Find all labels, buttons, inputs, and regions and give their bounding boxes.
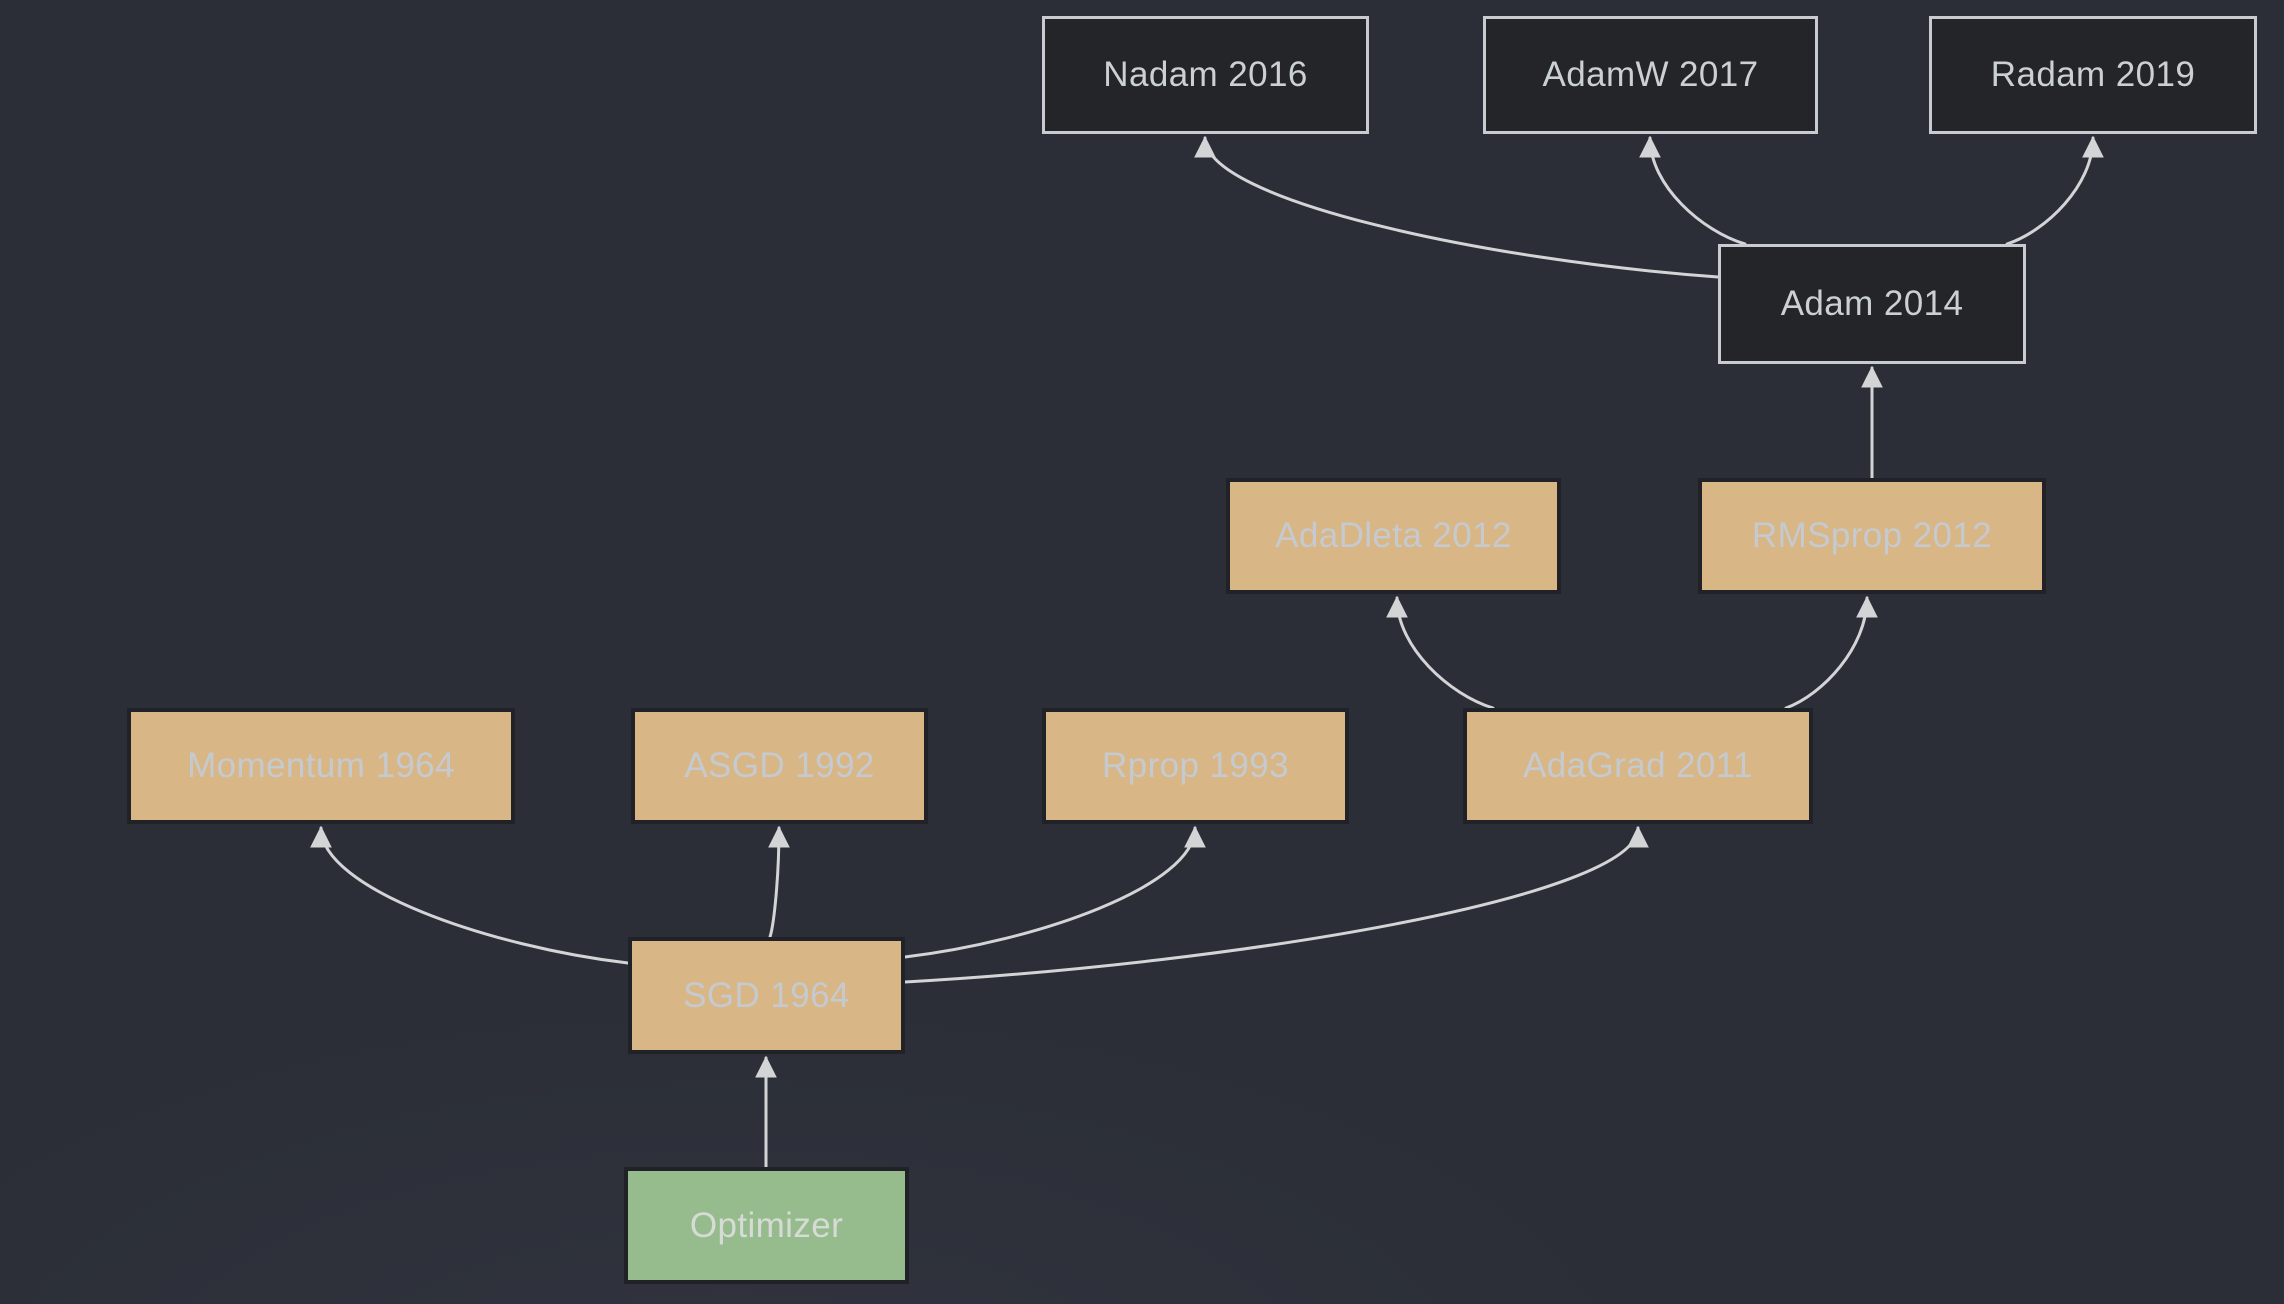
node-nadam: Nadam 2016 (1042, 16, 1369, 134)
node-label-adamw: AdamW 2017 (1542, 55, 1759, 94)
node-adam: Adam 2014 (1718, 244, 2026, 364)
node-label-optimizer: Optimizer (689, 1205, 844, 1245)
node-label-adadleta: AdaDleta 2012 (1275, 516, 1512, 555)
node-momentum: Momentum 1964 (127, 708, 515, 824)
edge-sgd-asgd (768, 825, 790, 939)
node-asgd: ASGD 1992 (631, 708, 928, 824)
node-label-rmsprop: RMSprop 2012 (1751, 516, 1993, 555)
node-adadleta: AdaDleta 2012 (1226, 478, 1561, 594)
node-label-adagrad: AdaGrad 2011 (1523, 746, 1753, 785)
node-radam: Radam 2019 (1929, 16, 2257, 134)
edge-adam-radam (2005, 135, 2104, 246)
edge-sgd-rprop (903, 825, 1206, 959)
node-label-radam: Radam 2019 (1990, 55, 2196, 94)
node-rprop: Rprop 1993 (1042, 708, 1349, 824)
node-rmsprop: RMSprop 2012 (1698, 478, 2046, 594)
node-optimizer: Optimizer (624, 1167, 909, 1284)
node-label-momentum: Momentum 1964 (187, 746, 455, 785)
node-label-sgd: SGD 1964 (683, 975, 850, 1015)
node-label-asgd: ASGD 1992 (684, 746, 875, 785)
node-label-adam: Adam 2014 (1780, 284, 1964, 323)
node-sgd: SGD 1964 (628, 937, 905, 1054)
edge-adam-nadam (1194, 135, 1720, 279)
edge-sgd-adagrad (903, 825, 1649, 984)
edge-sgd-momentum (310, 825, 630, 965)
node-label-rprop: Rprop 1993 (1102, 746, 1289, 785)
node-adamw: AdamW 2017 (1483, 16, 1818, 134)
edge-adagrad-rmsprop (1784, 595, 1878, 710)
node-adagrad: AdaGrad 2011 (1463, 708, 1813, 824)
edge-adam-adamw (1639, 135, 1747, 246)
node-label-nadam: Nadam 2016 (1103, 55, 1308, 94)
edge-adagrad-adadleta (1386, 595, 1495, 710)
